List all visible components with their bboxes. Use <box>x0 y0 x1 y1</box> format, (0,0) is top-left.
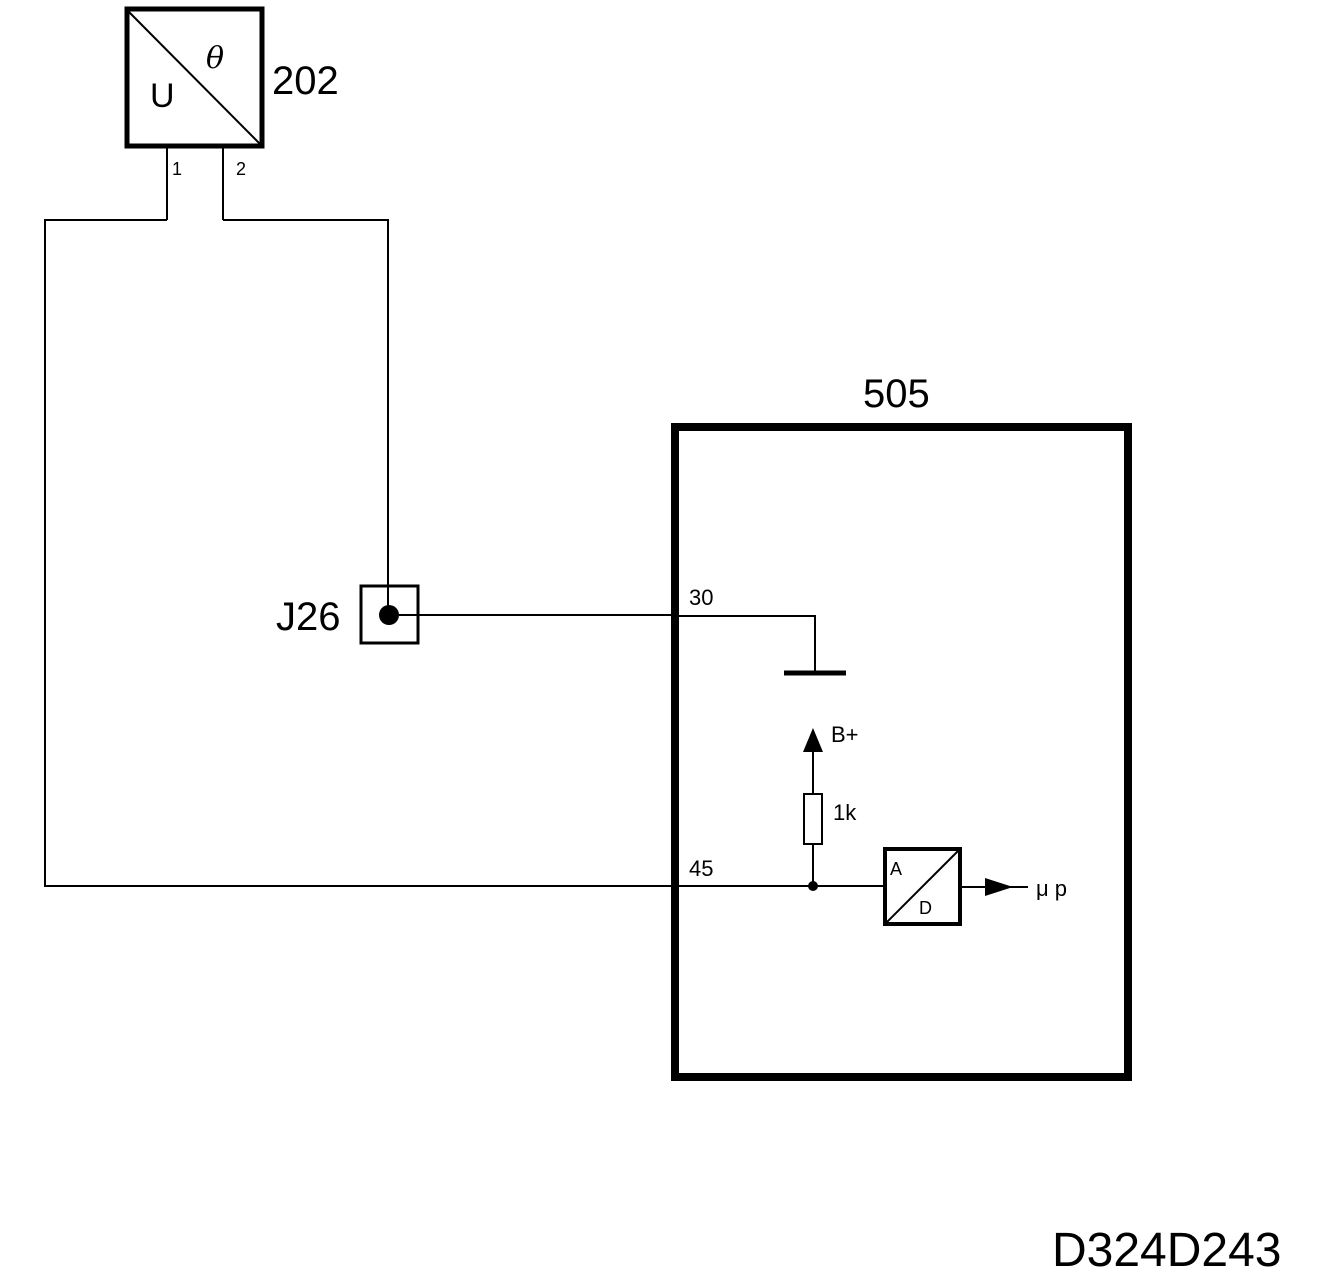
ad-converter-in-label: A <box>890 859 902 879</box>
sensor-pin-2-label: 2 <box>236 159 246 179</box>
ad-converter-out-label: D <box>919 898 932 918</box>
wire-pin2-to-j26 <box>223 219 389 614</box>
resistor-label: 1k <box>833 800 857 825</box>
control-unit-box <box>671 423 1132 1081</box>
drawing-code: D324D243 <box>1052 1224 1282 1276</box>
junction-label: J26 <box>276 595 341 639</box>
pin-30-label: 30 <box>689 585 713 610</box>
control-unit-505: 505 30 B+ 1k 45 A D μ p <box>671 372 1132 1081</box>
sensor-202: U θ 202 1 2 <box>124 6 339 220</box>
supply-label: B+ <box>831 722 859 747</box>
supply-arrow-icon <box>803 728 823 752</box>
sensor-id-label: 202 <box>272 59 339 103</box>
ad-converter-diagonal <box>886 850 959 923</box>
wire-pin1-to-45 <box>44 219 675 887</box>
sensor-box <box>124 6 265 149</box>
sensor-left-symbol: U <box>150 77 175 115</box>
junction-j26: J26 <box>276 584 420 645</box>
resistor <box>803 793 823 845</box>
sensor-pin-1-label: 1 <box>172 159 182 179</box>
sensor-right-symbol: θ <box>206 41 224 76</box>
sensor-diagonal <box>128 11 261 145</box>
output-arrow-icon <box>985 878 1013 896</box>
control-unit-label: 505 <box>863 372 930 416</box>
pin-45-label: 45 <box>689 856 713 881</box>
ground-wire <box>675 615 816 672</box>
output-label: μ p <box>1036 876 1067 901</box>
junction-dot <box>379 605 399 625</box>
